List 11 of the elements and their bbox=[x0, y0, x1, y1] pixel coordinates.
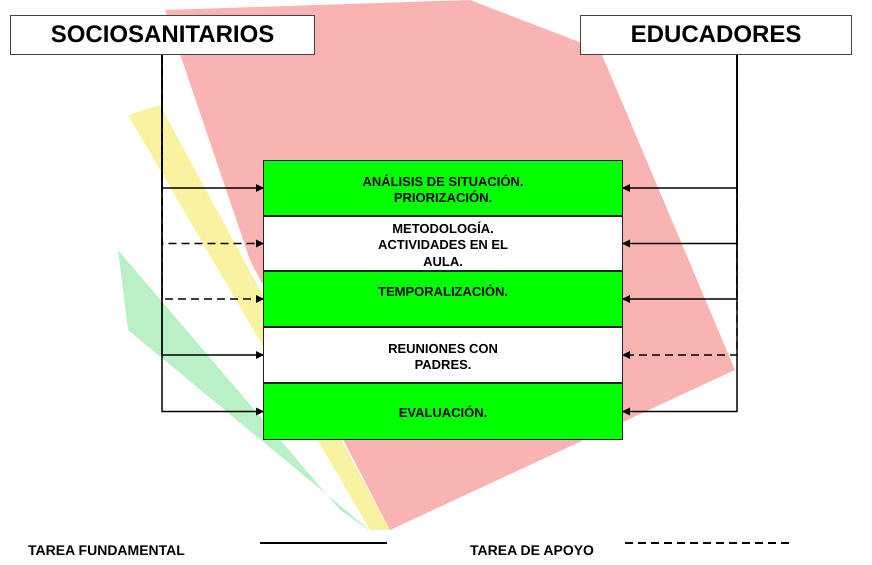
legend-label: TAREA FUNDAMENTAL bbox=[28, 541, 185, 560]
arrow bbox=[161, 55, 264, 416]
arrow bbox=[622, 55, 738, 416]
task-box: ANÁLISIS DE SITUACIÓN. PRIORIZACIÓN. bbox=[263, 160, 623, 216]
legend-label: TAREA DE APOYO bbox=[470, 541, 594, 560]
group-box: EDUCADORES bbox=[580, 15, 852, 55]
group-box: SOCIOSANITARIOS bbox=[10, 15, 315, 55]
task-box: EVALUACIÓN. bbox=[263, 383, 623, 440]
task-box: REUNIONES CON PADRES. bbox=[263, 327, 623, 383]
task-box: TEMPORALIZACIÓN. bbox=[263, 271, 623, 327]
task-box: METODOLOGÍA. ACTIVIDADES EN EL AULA. bbox=[263, 216, 623, 271]
